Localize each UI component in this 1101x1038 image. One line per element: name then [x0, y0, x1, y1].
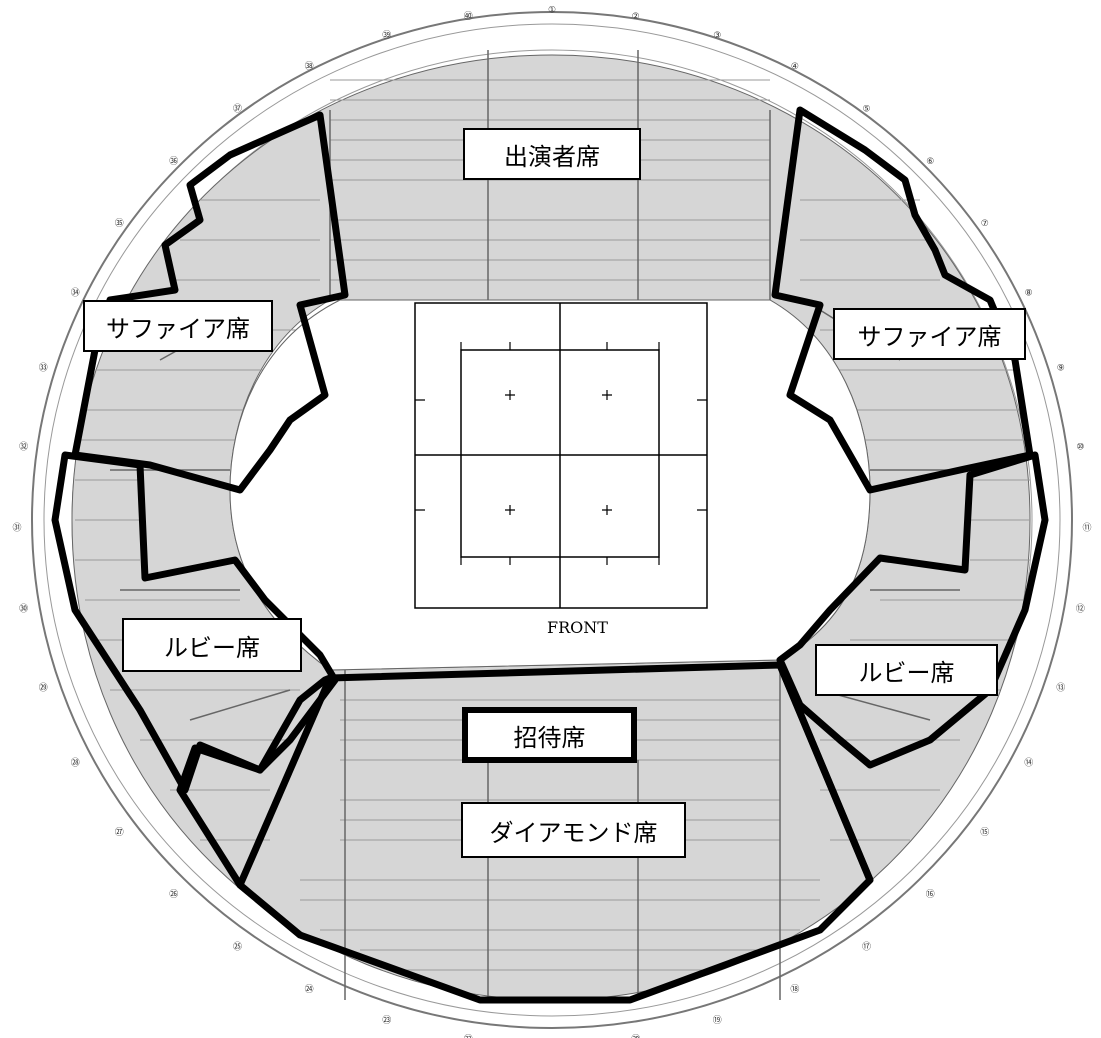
gate-number: ⑭: [1024, 758, 1033, 769]
gate-number: ㊲: [233, 103, 242, 114]
gate-number: ㊱: [169, 156, 178, 167]
ring: [414, 302, 708, 609]
section-outlines: [51, 106, 1049, 1004]
section-label-invitation: 招待席: [462, 707, 637, 763]
gate-number: ㉜: [19, 442, 28, 453]
outline-diamond: [176, 661, 874, 1004]
gate-number: ㉔: [305, 984, 314, 995]
gate-number: ⑧: [1025, 288, 1033, 298]
gate-number: ㊳: [305, 61, 314, 72]
gate-number: ①: [548, 6, 556, 16]
gate-number: ⑮: [980, 827, 989, 838]
gate-number: ㊵: [464, 11, 473, 22]
outer-ring: [31, 11, 1073, 1029]
section-label-diamond: ダイアモンド席: [461, 802, 686, 858]
gate-number: ⑬: [1056, 683, 1065, 694]
section-label-sapphire-right: サファイア席: [833, 308, 1026, 360]
gate-number: ⑪: [1082, 523, 1091, 534]
gate-number: ㉓: [382, 1015, 391, 1026]
gate-number: ㉚: [19, 604, 28, 615]
section-label-sapphire-left: サファイア席: [83, 300, 273, 352]
gate-number: ㉝: [39, 362, 48, 373]
section-label-ruby-left: ルビー席: [122, 618, 302, 672]
ring-front-label: FRONT: [547, 618, 608, 637]
gate-number: ⑨: [1057, 363, 1065, 373]
gate-number: ⑳: [631, 1034, 640, 1038]
gate-number: ⑦: [981, 219, 989, 229]
gate-number: ⑰: [862, 942, 871, 953]
gate-number: ⑫: [1076, 604, 1085, 615]
section-label-performer: 出演者席: [463, 128, 641, 180]
outline-sapphire-right: [771, 106, 1034, 494]
gate-number: ㊴: [382, 30, 391, 41]
gate-number: ⑯: [926, 889, 935, 900]
gate-number: ㉒: [464, 1034, 473, 1038]
outer-ring-inner: [43, 23, 1061, 1017]
gate-number: ㉞: [71, 287, 80, 298]
gate-number: ㉘: [71, 758, 80, 769]
gate-number: ㉟: [115, 218, 124, 229]
gate-number: ⑤: [862, 104, 870, 114]
gate-number: ③: [713, 31, 721, 41]
gate-number: ㉗: [115, 827, 124, 838]
gate-number: ②: [632, 12, 640, 22]
gate-number: ⑥: [926, 157, 934, 167]
gate-number: ㉕: [233, 942, 242, 953]
gate-number: ⑱: [790, 984, 799, 995]
section-label-ruby-right: ルビー席: [815, 644, 998, 696]
gate-number: ⑲: [713, 1015, 722, 1026]
gate-number: ㉙: [39, 683, 48, 694]
gate-number: ④: [791, 62, 799, 72]
gate-number: ㉖: [169, 889, 178, 900]
gate-numbers: ①②③④⑤⑥⑦⑧⑨⑩⑪⑫⑬⑭⑮⑯⑰⑱⑲⑳㉑㉒㉓㉔㉕㉖㉗㉘㉙㉚㉛㉜㉝㉞㉟㊱㊲㊳㊴㊵: [12, 6, 1091, 1038]
gate-number: ⑩: [1076, 443, 1084, 453]
arena-floor: [229, 299, 871, 671]
gate-number: ㉛: [12, 523, 21, 534]
